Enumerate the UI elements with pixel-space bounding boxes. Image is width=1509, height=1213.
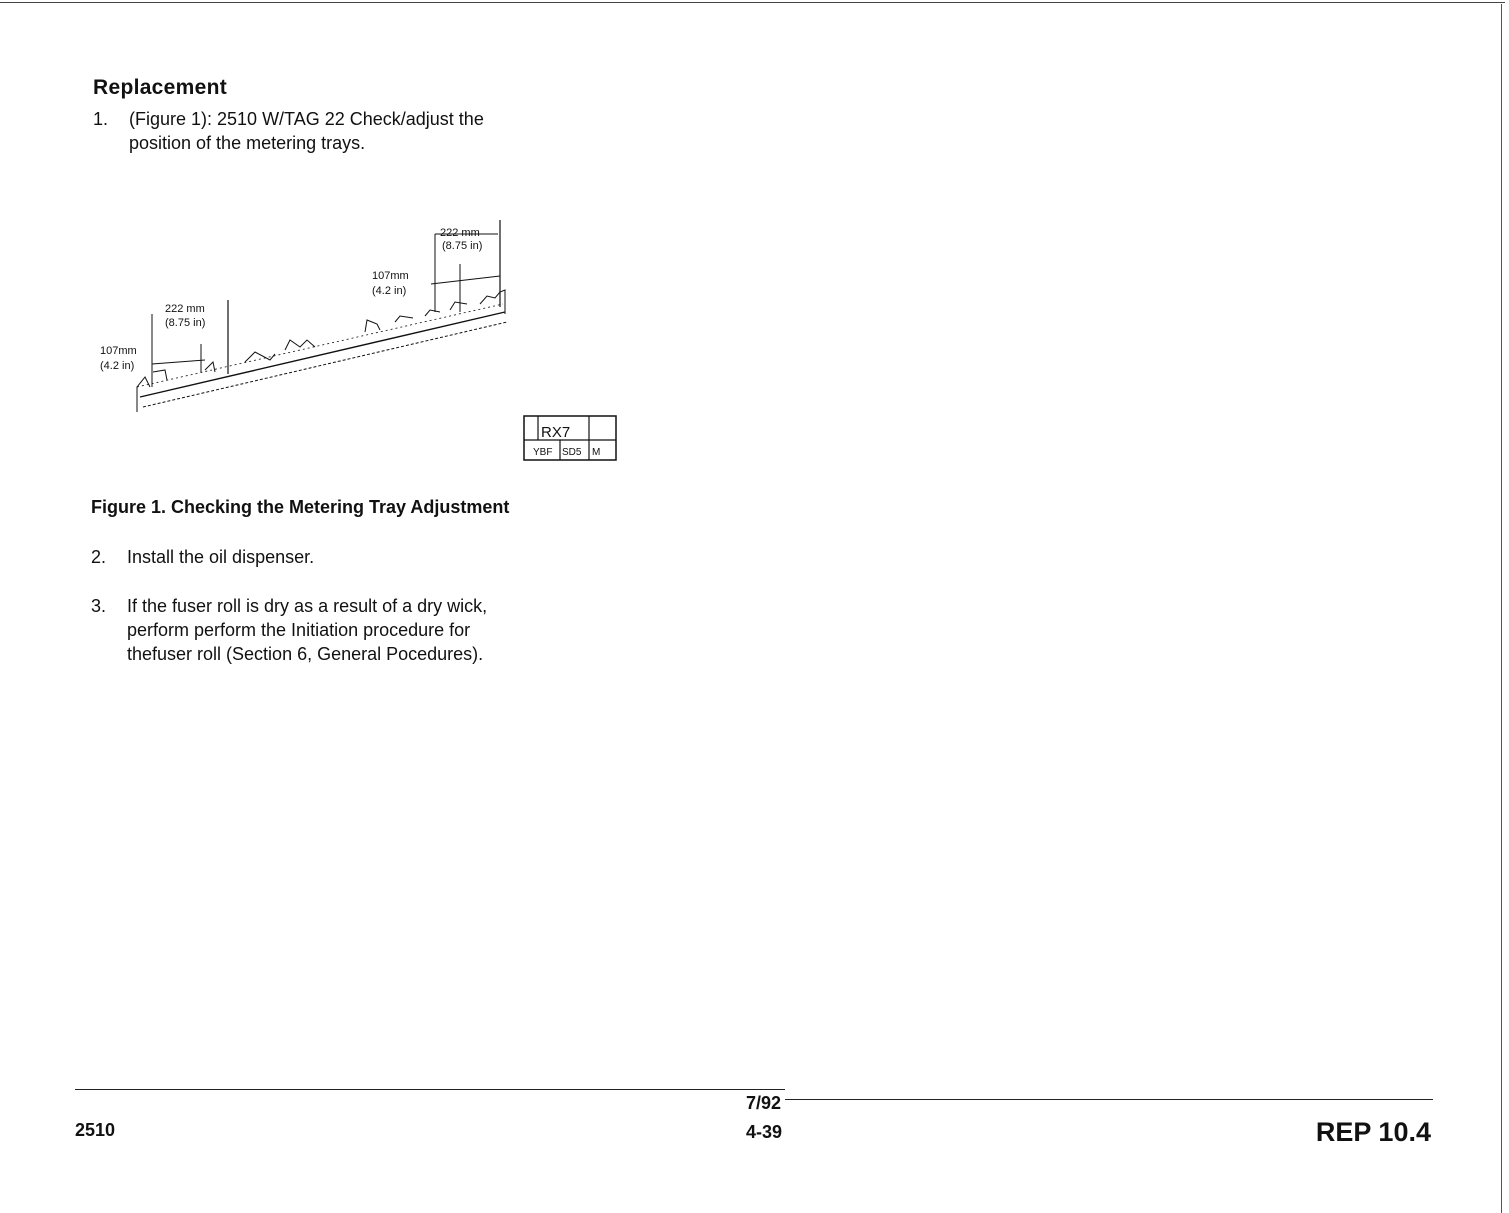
left-height-inch-label: (4.2 in) — [100, 360, 134, 372]
right-height-inch-label: (4.2 in) — [372, 285, 406, 297]
step-line: perform perform the Initiation procedure… — [127, 620, 471, 640]
section-heading: Replacement — [93, 76, 228, 99]
footer-rule — [75, 1089, 785, 1090]
step-number: 1. — [93, 109, 109, 129]
tray-details — [136, 289, 506, 412]
right-border-line — [1501, 4, 1502, 1213]
step-line: If the fuser roll is dry as a result of … — [127, 596, 488, 616]
step-line: thefuser roll (Section 6, General Pocedu… — [127, 644, 484, 664]
footer-page-number: 4-39 — [746, 1122, 783, 1142]
part-tag-drawing: RX7 YBF SD5 M — [523, 415, 617, 461]
tray-rail-lower — [142, 321, 508, 408]
right-width-inch-label: (8.75 in) — [442, 240, 482, 252]
footer-rule — [785, 1099, 1433, 1100]
dimension-line — [151, 359, 206, 365]
right-height-label: 107mm — [372, 270, 409, 282]
left-width-inch-label: (8.75 in) — [165, 317, 205, 329]
step-3: 3. If the fuser roll is dry as a result … — [91, 594, 561, 668]
step-number: 2. — [91, 547, 107, 567]
left-width-label: 222 mm — [165, 303, 205, 315]
tag-cell: YBF — [533, 447, 552, 458]
tray-rail — [139, 311, 506, 398]
step-text: If the fuser roll is dry as a result of … — [127, 594, 487, 666]
footer-section-ref: REP 10.4 — [1315, 1117, 1431, 1147]
tag-cell: M — [592, 447, 600, 458]
step-number: 3. — [91, 596, 107, 616]
metering-tray-figure: 222 mm (8.75 in) 107mm (4.2 in) 222 mm (… — [95, 212, 525, 417]
footer-date: 7/92 — [746, 1093, 782, 1113]
step-text: Install the oil dispenser. — [127, 545, 314, 569]
step-2: 2. Install the oil dispenser. — [91, 545, 551, 571]
step-line: Install the oil dispenser. — [127, 547, 315, 567]
step-text: (Figure 1): 2510 W/TAG 22 Check/adjust t… — [129, 107, 484, 155]
top-border-line — [0, 2, 1505, 3]
dimension-line — [430, 275, 501, 285]
part-tag: RX7 YBF SD5 M — [523, 415, 617, 461]
tag-cell: SD5 — [562, 447, 582, 458]
metering-tray-drawing: 222 mm (8.75 in) 107mm (4.2 in) 222 mm (… — [100, 220, 508, 412]
step-line: position of the metering trays. — [129, 133, 366, 153]
tag-code: RX7 — [541, 424, 570, 441]
footer-model: 2510 — [75, 1120, 116, 1140]
left-height-label: 107mm — [100, 345, 137, 357]
right-width-label: 222 mm — [440, 227, 480, 239]
step-line: (Figure 1): 2510 W/TAG 22 Check/adjust t… — [129, 109, 484, 129]
figure-caption: Figure 1. Checking the Metering Tray Adj… — [91, 497, 510, 517]
step-1: 1. (Figure 1): 2510 W/TAG 22 Check/adjus… — [93, 107, 553, 157]
